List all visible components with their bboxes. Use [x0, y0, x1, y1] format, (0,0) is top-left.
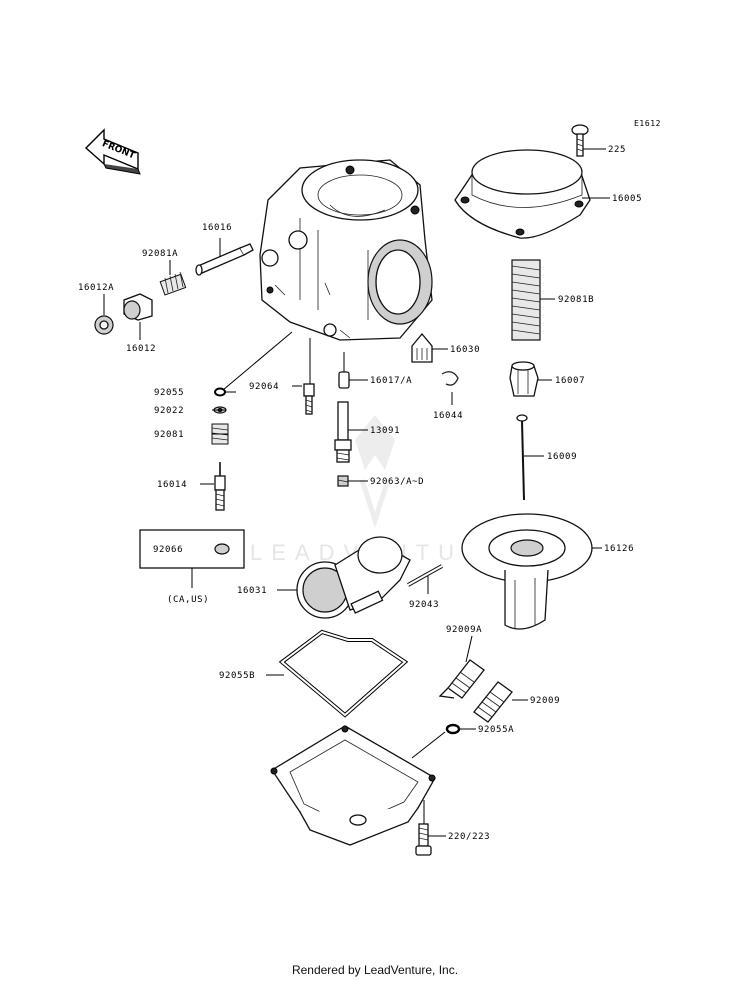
washer-16012A	[94, 315, 114, 335]
screw-92009	[473, 681, 513, 723]
cap-16012	[123, 293, 153, 321]
label-92063: 92063/A~D	[370, 477, 424, 487]
float-bowl	[270, 725, 436, 846]
box-note: (CA,US)	[167, 595, 209, 605]
main-jet-92063	[337, 475, 349, 487]
pin-92043	[407, 564, 443, 587]
label-16126: 16126	[604, 544, 634, 554]
region-box-92066	[139, 529, 245, 569]
label-92055A: 92055A	[478, 725, 514, 735]
screw-16014	[214, 462, 226, 511]
label-92055: 92055	[154, 388, 184, 398]
screw-220-223	[415, 823, 432, 856]
o-ring-92055A	[445, 723, 461, 735]
diagram-code: E1612	[634, 119, 661, 128]
spring-92081A	[159, 271, 187, 296]
label-16017A: 16017/A	[370, 376, 412, 386]
footer-credit: Rendered by LeadVenture, Inc.	[291, 963, 459, 977]
label-16031: 16031	[237, 586, 267, 596]
part-labels: 225 16005 16016 92081A 16012A 16012 9208…	[78, 145, 642, 842]
label-92064: 92064	[249, 382, 279, 392]
label-16030: 16030	[450, 345, 480, 355]
float-valve-16030	[411, 332, 433, 363]
top-cover	[454, 149, 591, 239]
label-16016: 16016	[202, 223, 232, 233]
label-16012A: 16012A	[78, 283, 114, 293]
label-16012: 16012	[126, 344, 156, 354]
spring-92081B	[511, 259, 541, 341]
label-225: 225	[608, 145, 626, 155]
pilot-screw-16016	[195, 243, 254, 276]
carburetor-body	[259, 159, 433, 341]
float-16031	[296, 536, 411, 619]
screw-92009A	[438, 659, 485, 699]
label-16044: 16044	[433, 411, 463, 421]
diaphragm-16126	[461, 513, 593, 630]
needle-holder-16007	[509, 361, 539, 397]
screw-225	[571, 124, 589, 157]
label-220-223: 220/223	[448, 832, 490, 842]
jet-16017A	[338, 371, 350, 389]
label-92055B: 92055B	[219, 671, 255, 681]
label-92022: 92022	[154, 406, 184, 416]
label-16007: 16007	[555, 376, 585, 386]
label-92081A: 92081A	[142, 249, 178, 259]
label-16009: 16009	[547, 452, 577, 462]
clip-16044	[441, 371, 459, 386]
jet-92064	[303, 383, 315, 415]
front-arrow-icon: FRONT	[84, 128, 141, 175]
gasket-92055B	[278, 629, 409, 718]
label-92009A: 92009A	[446, 625, 482, 635]
needle-jet-13091	[334, 401, 352, 463]
label-16005: 16005	[612, 194, 642, 204]
label-92009: 92009	[530, 696, 560, 706]
label-16014: 16014	[157, 480, 187, 490]
label-92081: 92081	[154, 430, 184, 440]
label-92066: 92066	[153, 545, 183, 555]
label-13091: 13091	[370, 426, 400, 436]
label-92043: 92043	[409, 600, 439, 610]
leader-lines	[103, 148, 610, 837]
jet-needle-16009	[516, 414, 528, 501]
label-92081B: 92081B	[558, 295, 594, 305]
